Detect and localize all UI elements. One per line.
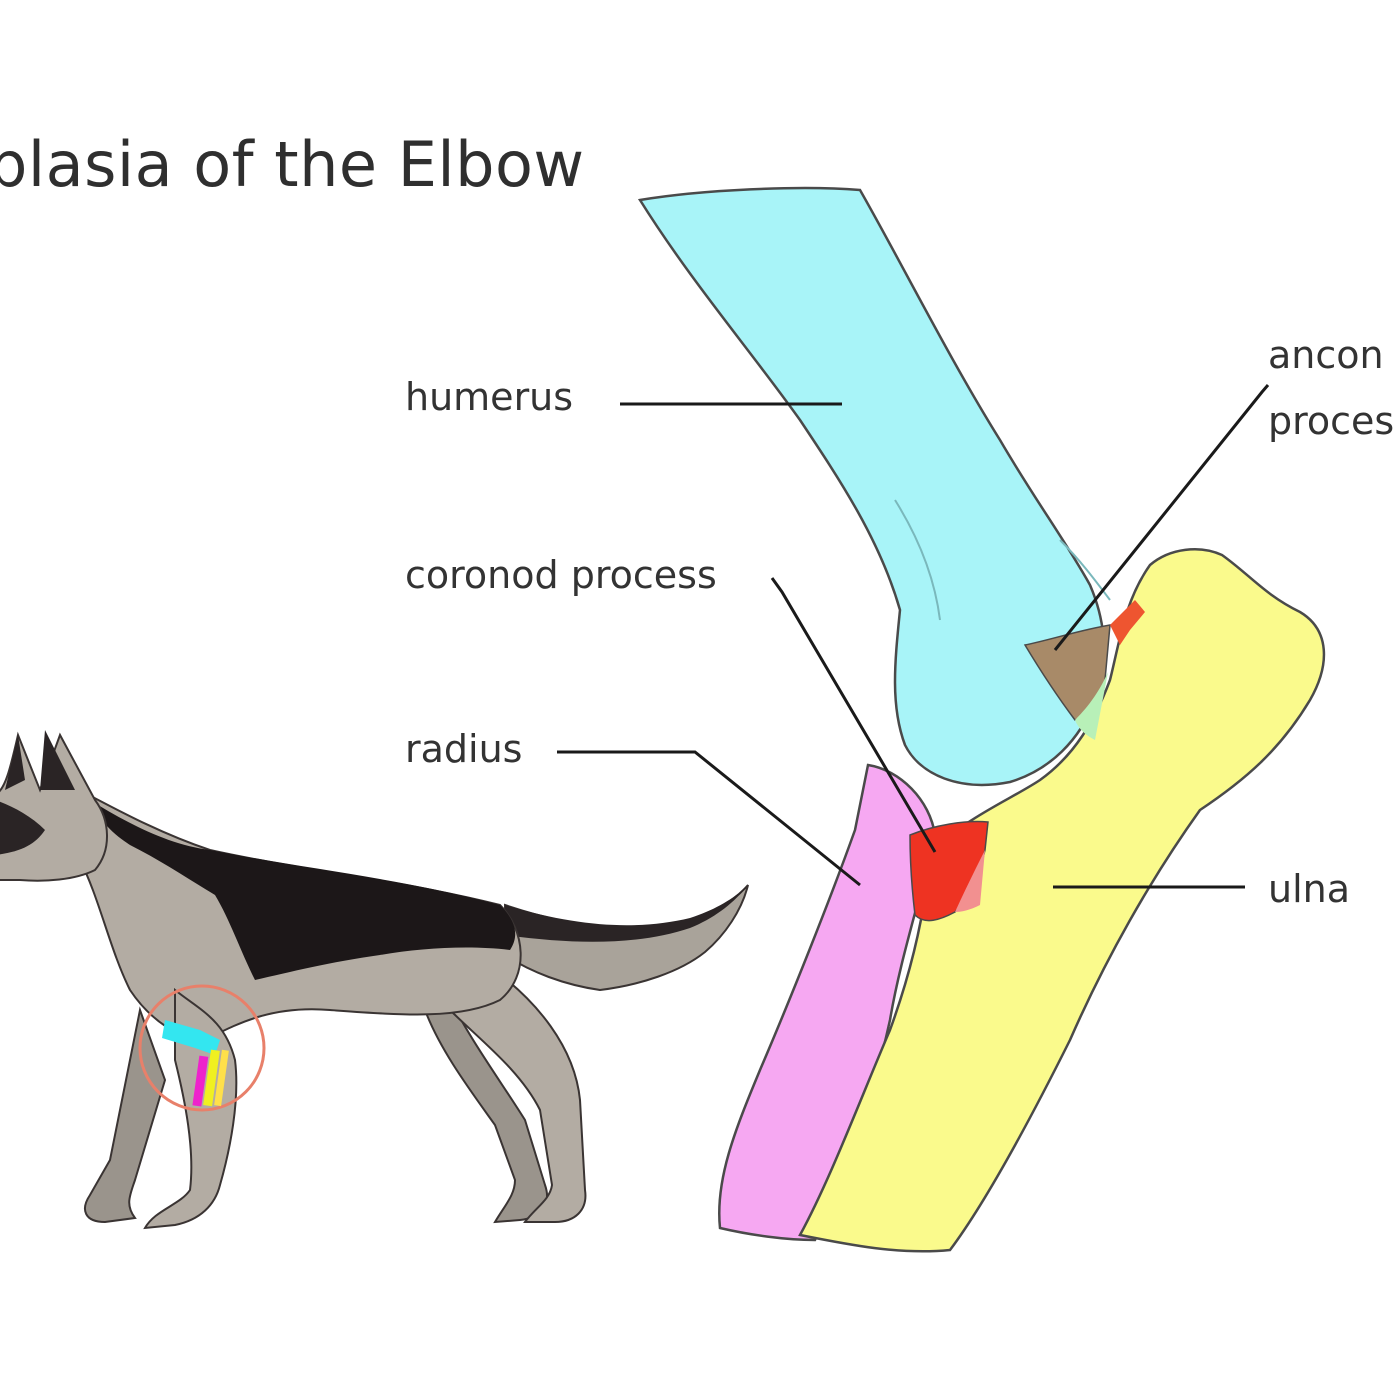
anconeal-process-label-line1: ancon: [1268, 333, 1384, 377]
humerus-bone: [637, 186, 1106, 787]
anconeal-process-label-line2: proces: [1268, 399, 1395, 443]
mini-humerus: [162, 1020, 220, 1055]
dog-tail-dark: [505, 885, 748, 942]
ulna-bone: [798, 548, 1326, 1253]
anconeal-green: [1075, 672, 1108, 740]
mini-ulna: [203, 1049, 220, 1107]
elbow-highlight-circle: [138, 984, 266, 1112]
page-title: plasia of the Elbow: [0, 128, 585, 201]
anconeal-red-edge: [1110, 600, 1145, 645]
dog-saddle: [90, 800, 516, 980]
mini-radius: [192, 1055, 209, 1107]
anconeal-leader-line: [1053, 384, 1270, 651]
radius-label: radius: [405, 727, 523, 771]
ulna-label: ulna: [1268, 867, 1351, 911]
dog-front-leg-far: [84, 1006, 167, 1224]
coronoid-leader-line: [770, 577, 937, 853]
humerus-label: humerus: [405, 375, 574, 419]
coronoid-pink: [955, 850, 985, 912]
radius-leader-line: [557, 750, 861, 887]
dog-hind-leg-near: [448, 958, 587, 1223]
mini-ulna-2: [214, 1049, 229, 1107]
german-shepherd-dog: [0, 730, 749, 1230]
dog-ear-2: [5, 735, 25, 790]
dog-hind-leg-far: [423, 988, 548, 1224]
humerus-shading: [894, 499, 1111, 621]
leader-lines: [557, 384, 1270, 889]
coronoid-process-label: coronod process: [405, 553, 717, 597]
elbow-joint: [637, 186, 1326, 1253]
dog-head-dark: [0, 801, 45, 855]
dog-ear: [40, 730, 75, 790]
